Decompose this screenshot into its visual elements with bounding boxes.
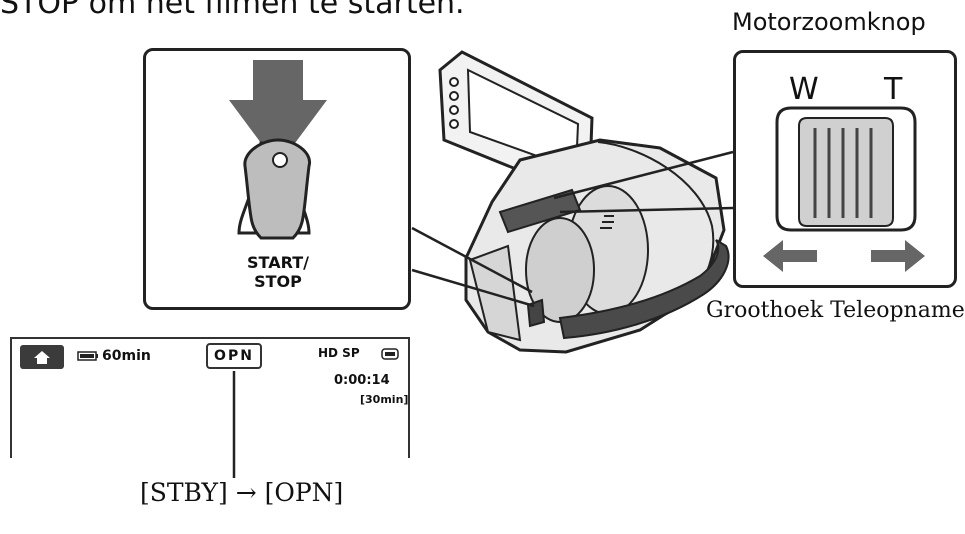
remaining-time: [30min]: [360, 393, 409, 406]
zoom-callout-line-2: [559, 206, 734, 214]
quality-indicator: HD SP: [318, 346, 360, 360]
wide-arrow-icon: [763, 240, 817, 272]
start-callout-line-2: [411, 268, 535, 308]
zoom-callout-line: [553, 150, 734, 200]
start-callout-line: [411, 226, 533, 294]
press-arrow-icon: [229, 60, 327, 166]
zoom-lever: [798, 117, 894, 227]
recording-status-badge: OPN: [206, 343, 262, 369]
hand-strap: [558, 239, 730, 340]
start-stop-label: START/ STOP: [247, 253, 309, 291]
home-button: [20, 345, 64, 369]
power-zoom-title: Motorzoomknop: [732, 8, 926, 36]
status-transition: [STBY] → [OPN]: [140, 478, 344, 507]
instruction-heading: STOP om het filmen te starten.: [0, 0, 465, 21]
elapsed-time: 0:00:14: [334, 373, 390, 388]
lcd-display: [10, 337, 410, 458]
zoom-lever-illustration: [763, 106, 925, 272]
wide-letter: W: [789, 72, 819, 107]
record-indicator-icon: [272, 152, 288, 168]
zoom-caption: Groothoek Teleopnamen: [706, 298, 965, 323]
start-stop-button: [243, 138, 312, 240]
tele-arrow-icon: [871, 240, 925, 272]
home-icon: [34, 351, 50, 364]
battery-time: 60min: [102, 348, 151, 364]
tele-letter: T: [884, 72, 903, 107]
media-icon: [381, 348, 399, 360]
start-stop-button-illustration: [229, 60, 327, 240]
battery-icon: [77, 351, 98, 361]
camera-body: [464, 138, 726, 354]
